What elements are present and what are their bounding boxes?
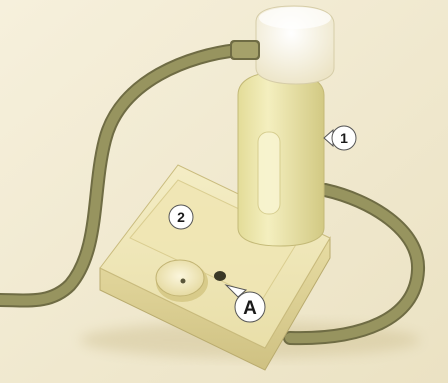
callout-a-label: A [243, 298, 257, 319]
dial-knob [156, 260, 204, 296]
bottle-window [258, 132, 280, 214]
callout-2: 2 [169, 205, 193, 229]
socket-hole [214, 271, 226, 281]
bottle-body [238, 72, 324, 246]
cap-highlight [259, 7, 331, 29]
hose-connector-inner [232, 42, 258, 58]
callout-2-label: 2 [177, 209, 185, 225]
dial-indicator [181, 279, 186, 284]
callout-1-label: 1 [340, 130, 348, 146]
